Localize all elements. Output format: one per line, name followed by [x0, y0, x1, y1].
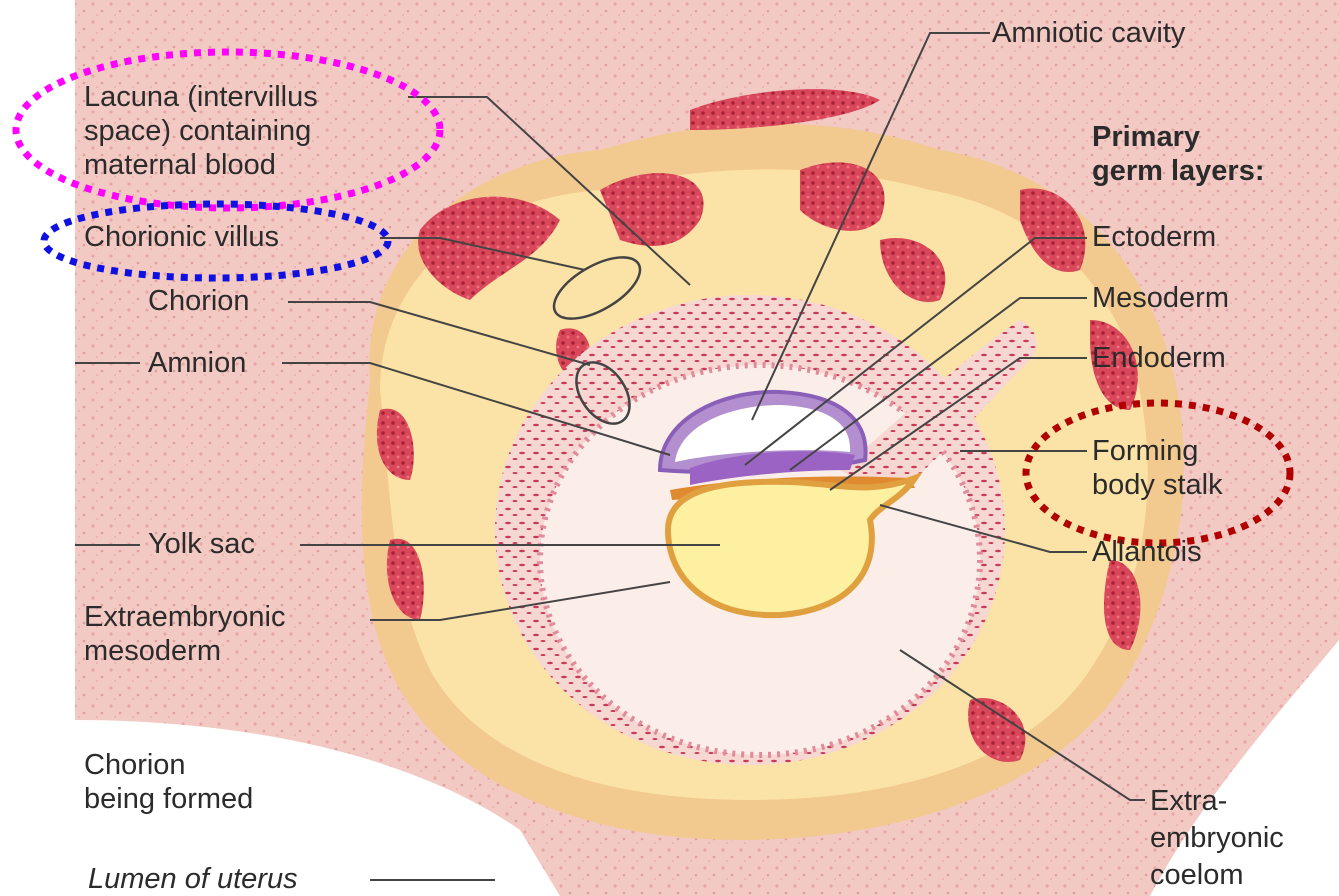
label-extraembryonic-coelom-line1: Extra-	[1150, 783, 1284, 820]
label-chorion-being-formed: Chorion being formed	[84, 748, 253, 816]
label-extraembryonic-mesoderm-line1: Extraembryonic	[84, 600, 285, 634]
label-endoderm: Endoderm	[1092, 341, 1226, 375]
label-amniotic-cavity: Amniotic cavity	[992, 16, 1185, 50]
label-forming-body-stalk-line2: body stalk	[1092, 468, 1223, 502]
label-forming-body-stalk-line1: Forming	[1092, 434, 1223, 468]
label-chorion-being-formed-line2: being formed	[84, 782, 253, 816]
label-chorionic-villus: Chorionic villus	[84, 220, 279, 254]
label-lumen-of-uterus: Lumen of uterus	[88, 862, 298, 896]
label-primary-germ-layers: Primary germ layers:	[1092, 120, 1265, 188]
label-allantois: Allantois	[1092, 535, 1202, 569]
label-lacuna-line1: Lacuna (intervillus	[84, 80, 318, 114]
label-yolk-sac: Yolk sac	[148, 527, 255, 561]
label-primary-germ-layers-line2: germ layers:	[1092, 154, 1265, 188]
label-lacuna-line2: space) containing	[84, 114, 318, 148]
label-extraembryonic-coelom: Extra- embryonic coelom	[1150, 783, 1284, 894]
label-primary-germ-layers-line1: Primary	[1092, 120, 1265, 154]
label-chorion: Chorion	[148, 284, 250, 318]
label-chorion-being-formed-line1: Chorion	[84, 748, 253, 782]
label-amnion: Amnion	[148, 346, 246, 380]
label-lacuna: Lacuna (intervillus space) containing ma…	[84, 80, 318, 182]
label-extraembryonic-coelom-line3: coelom	[1150, 857, 1284, 894]
label-lacuna-line3: maternal blood	[84, 148, 318, 182]
label-extraembryonic-mesoderm-line2: mesoderm	[84, 634, 285, 668]
label-ectoderm: Ectoderm	[1092, 220, 1216, 254]
label-extraembryonic-mesoderm: Extraembryonic mesoderm	[84, 600, 285, 668]
label-extraembryonic-coelom-line2: embryonic	[1150, 820, 1284, 857]
label-mesoderm: Mesoderm	[1092, 281, 1229, 315]
label-forming-body-stalk: Forming body stalk	[1092, 434, 1223, 502]
